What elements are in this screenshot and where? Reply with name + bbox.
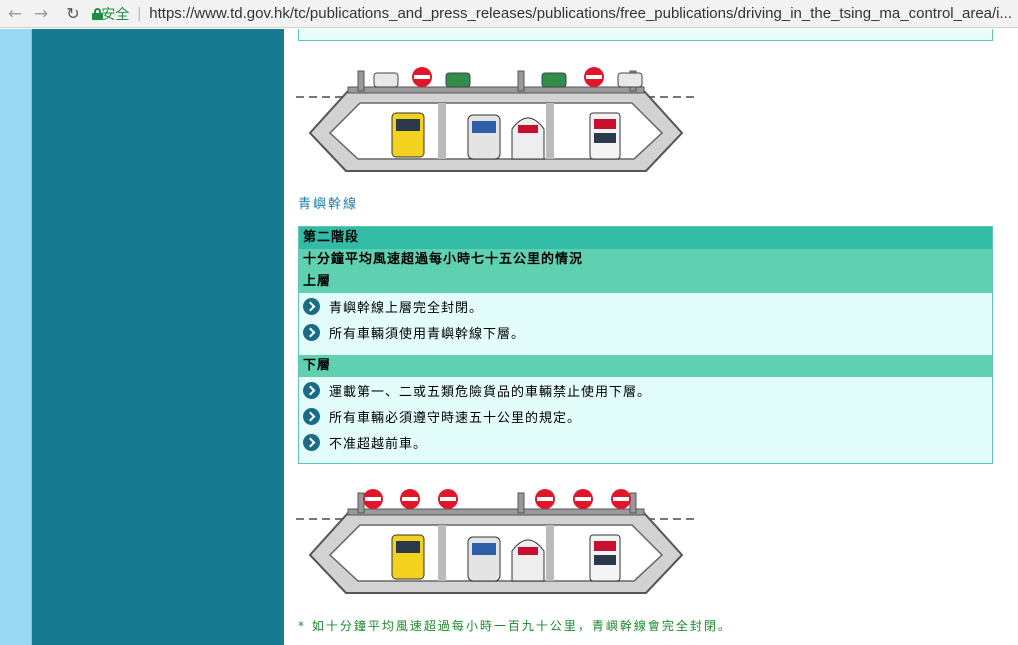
closure-footnote: * 如十分鐘平均風速超過每小時一百九十公里，青嶼幹線會完全封閉。 (298, 619, 732, 633)
no-entry-icon (363, 489, 383, 509)
no-entry-icon (400, 489, 420, 509)
no-entry-icon (438, 489, 458, 509)
list-item: 不准超越前車。 (299, 429, 992, 455)
no-entry-icon (611, 489, 631, 509)
no-entry-icon (584, 67, 604, 87)
address-bar[interactable]: 安全 | https://www.td.gov.hk/tc/publicatio… (92, 3, 1012, 25)
secure-label: 安全 (101, 6, 130, 23)
arrow-right-icon (303, 407, 320, 425)
browser-toolbar: ← → ↻ 安全 | https://www.td.gov.hk/tc/publ… (0, 0, 1018, 28)
list-item-text: 所有車輛須使用青嶼幹線下層。 (329, 326, 526, 342)
list-item: 所有車輛須使用青嶼幹線下層。 (299, 319, 992, 345)
no-entry-icon (535, 489, 555, 509)
reload-icon[interactable]: ↻ (66, 4, 80, 23)
sidebar (32, 29, 284, 645)
wind-condition: 十分鐘平均風速超過每小時七十五公里的情況 (299, 249, 992, 271)
list-item-text: 所有車輛必須遵守時速五十公里的規定。 (329, 410, 582, 426)
list-item: 運載第一、二或五類危險貨品的車輛禁止使用下層。 (299, 377, 992, 403)
upper-deck-heading: 上層 (299, 271, 992, 293)
list-item-text: 不准超越前車。 (329, 436, 428, 452)
list-item: 所有車輛必須遵守時速五十公里的規定。 (299, 403, 992, 429)
arrow-right-icon (303, 323, 320, 341)
main-content: 青嶼幹線 第二階段 十分鐘平均風速超過每小時七十五公里的情況 上層 青嶼幹線上層… (284, 29, 1018, 645)
left-gutter (0, 29, 32, 645)
bridge-diagram-stage-two (296, 67, 696, 172)
stage-two-panel: 第二階段 十分鐘平均風速超過每小時七十五公里的情況 上層 青嶼幹線上層完全封閉。… (298, 226, 993, 464)
list-item-text: 青嶼幹線上層完全封閉。 (329, 300, 484, 316)
lock-icon (92, 7, 103, 20)
address-separator: | (137, 5, 142, 22)
arrow-right-icon (303, 381, 320, 399)
back-icon[interactable]: ← (7, 3, 23, 24)
list-item-text: 運載第一、二或五類危險貨品的車輛禁止使用下層。 (329, 384, 652, 400)
forward-icon[interactable]: → (33, 3, 49, 24)
arrow-right-icon (303, 433, 320, 451)
previous-panel-edge (298, 29, 993, 41)
list-item: 青嶼幹線上層完全封閉。 (299, 293, 992, 319)
arrow-right-icon (303, 297, 320, 315)
bridge-diagram-full-closure (296, 489, 696, 594)
no-entry-icon (573, 489, 593, 509)
url-text[interactable]: https://www.td.gov.hk/tc/publications_an… (149, 5, 1012, 22)
tsing-yi-link[interactable]: 青嶼幹線 (298, 197, 359, 212)
lower-deck-heading: 下層 (299, 355, 992, 377)
no-entry-icon (412, 67, 432, 87)
stage-title: 第二階段 (299, 227, 992, 249)
